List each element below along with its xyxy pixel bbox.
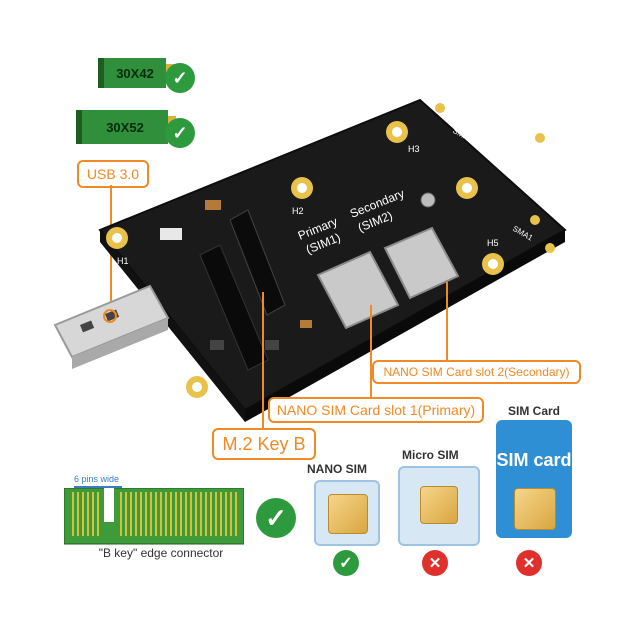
check-icon: ✓ <box>165 118 195 148</box>
m2-callout-label: M.2 Key B <box>222 433 306 454</box>
svg-text:H3: H3 <box>408 144 420 154</box>
pins-width-marker <box>74 486 122 488</box>
nano-sim-label: NANO SIM <box>307 462 367 476</box>
module-30x42: 30X42 <box>98 58 174 88</box>
check-icon: ✓ <box>256 498 296 538</box>
slot2-callout: NANO SIM Card slot 2(Secondary) <box>372 360 581 384</box>
sim-card-full: SIM card <box>496 420 572 538</box>
m2-slot <box>229 209 286 316</box>
svg-text:H2: H2 <box>292 206 304 216</box>
micro-sim-card <box>398 466 480 546</box>
sim-slot-2 <box>383 226 460 300</box>
m2-leader-line <box>262 292 264 437</box>
sim-card-label: SIM Card <box>508 404 561 418</box>
edge-connector-diagram <box>64 488 244 545</box>
module-label: 30X42 <box>116 65 154 81</box>
cross-icon: ✕ <box>516 550 542 576</box>
sim-chip-icon <box>328 494 368 534</box>
b-key-notch <box>104 488 114 522</box>
check-icon: ✓ <box>333 550 359 576</box>
slot2-callout-label: NANO SIM Card slot 2(Secondary) <box>383 365 570 379</box>
sim-slot-1 <box>316 250 400 330</box>
sim-chip-icon <box>514 488 556 530</box>
edge-connector-caption: "B key" edge connector <box>98 546 224 560</box>
slot1-leader-line <box>370 305 372 400</box>
slot1-callout: NANO SIM Card slot 1(Primary) <box>268 397 484 423</box>
pcb-edge <box>245 230 565 422</box>
pcb-edge-left <box>100 230 245 422</box>
svg-text:H5: H5 <box>487 238 499 248</box>
cross-icon: ✕ <box>422 550 448 576</box>
nano-sim-card <box>314 480 380 546</box>
sim-chip-icon <box>420 486 458 524</box>
svg-text:H1: H1 <box>117 256 129 266</box>
svg-text:H4: H4 <box>176 368 188 378</box>
slot1-callout-label: NANO SIM Card slot 1(Primary) <box>276 402 476 418</box>
usb-callout-label: USB 3.0 <box>86 166 140 182</box>
adapter-board: H1 H2 H3 H4 H5 Primary (SIM1) Secondary … <box>53 98 567 422</box>
micro-sim-label: Micro SIM <box>402 448 459 462</box>
sim-card-text: SIM card <box>496 450 572 470</box>
usb-callout: USB 3.0 <box>77 160 149 188</box>
m2-callout: M.2 Key B <box>212 428 316 460</box>
slot2-leader-line <box>446 282 448 368</box>
check-icon: ✓ <box>165 63 195 93</box>
module-label: 30X52 <box>106 119 144 135</box>
pins-width-label: 6 pins wide <box>74 474 120 484</box>
